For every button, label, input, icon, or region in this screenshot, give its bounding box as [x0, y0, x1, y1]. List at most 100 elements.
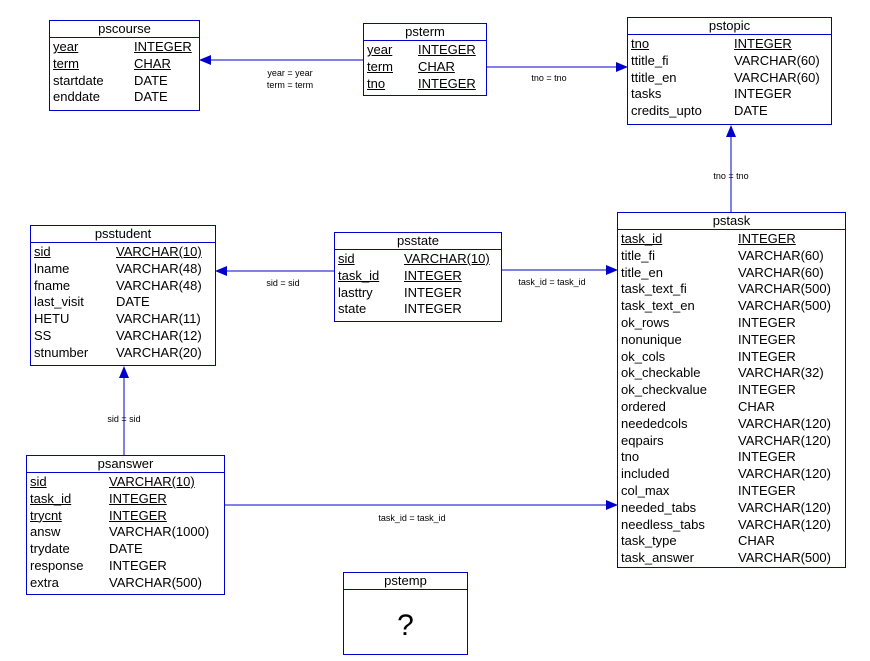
- column-type: VARCHAR(500): [738, 298, 831, 314]
- column-type: DATE: [134, 89, 168, 105]
- column-row: task_id INTEGER: [30, 491, 224, 508]
- column-name: task_text_en: [621, 298, 695, 314]
- entity-title: pstemp: [344, 573, 467, 590]
- relationship-psterm-pscourse[interactable]: year = year term = term: [199, 55, 363, 90]
- relationship-label: sid = sid: [266, 278, 299, 288]
- column-type: INTEGER: [404, 284, 462, 300]
- column-type: INTEGER: [109, 490, 167, 506]
- entity-pstemp[interactable]: pstemp?: [343, 572, 468, 655]
- column-type: INTEGER: [418, 42, 476, 57]
- column-type: VARCHAR(10): [404, 251, 490, 266]
- relationship-psstate-pstask[interactable]: task_id = task_id: [502, 265, 618, 287]
- column-type: VARCHAR(120): [738, 499, 831, 515]
- column-name: included: [621, 466, 670, 482]
- relationship-psanswer-pstask[interactable]: task_id = task_id: [225, 500, 618, 523]
- relationship-label: tno = tno: [713, 171, 748, 181]
- relationship-psstate-psstudent[interactable]: sid = sid: [215, 266, 334, 288]
- column-name: state: [338, 301, 367, 317]
- relationship-label: task_id = task_id: [378, 513, 445, 523]
- column-row: task_text_en VARCHAR(500): [621, 298, 845, 315]
- column-type: INTEGER: [738, 449, 796, 465]
- column-type: VARCHAR(10): [109, 474, 195, 489]
- primary-key-column-name: trycnt: [30, 507, 62, 523]
- primary-key-column-name: year: [367, 42, 393, 57]
- column-type: INTEGER: [738, 382, 796, 398]
- relationship-label: sid = sid: [107, 414, 140, 424]
- relationship-psterm-pstopic[interactable]: tno = tno: [487, 62, 628, 83]
- column-row: year INTEGER: [367, 42, 486, 59]
- column-name: task_type: [621, 533, 677, 549]
- column-name: ordered: [621, 398, 666, 414]
- column-type: VARCHAR(120): [738, 432, 831, 448]
- column-type: INTEGER: [109, 557, 167, 573]
- column-type: VARCHAR(500): [738, 281, 831, 297]
- primary-key-column-name: task_id: [30, 490, 72, 506]
- column-type: DATE: [109, 541, 143, 557]
- column-type: INTEGER: [738, 482, 796, 498]
- relationship-pstask-pstopic[interactable]: tno = tno: [713, 125, 749, 212]
- relationship-label: year = year: [267, 68, 312, 78]
- column-type: DATE: [134, 72, 168, 88]
- column-type: VARCHAR(48): [116, 260, 202, 276]
- column-type: VARCHAR(120): [738, 516, 831, 532]
- column-name: stnumber: [34, 344, 89, 360]
- column-type: INTEGER: [738, 314, 796, 330]
- column-name: needless_tabs: [621, 516, 705, 532]
- column-type: INTEGER: [134, 39, 192, 54]
- column-name: trydate: [30, 541, 70, 557]
- column-name: task_answer: [621, 550, 694, 566]
- column-type: VARCHAR(32): [738, 365, 824, 381]
- column-type: CHAR: [738, 398, 775, 414]
- column-type: INTEGER: [738, 348, 796, 364]
- column-row: task_text_fi VARCHAR(500): [621, 281, 845, 298]
- column-type: VARCHAR(120): [738, 415, 831, 431]
- column-name: ok_checkable: [621, 365, 701, 381]
- primary-key-column-name: tno: [631, 36, 650, 51]
- primary-key-column-name: term: [367, 58, 393, 74]
- column-type: VARCHAR(120): [738, 466, 831, 482]
- primary-key-column-name: sid: [30, 474, 47, 489]
- column-name: extra: [30, 574, 59, 590]
- column-row: trydate DATE: [30, 541, 224, 558]
- entity-title: pstask: [618, 213, 845, 230]
- primary-key-column-name: task_id: [338, 267, 380, 283]
- primary-key-column-name: year: [53, 39, 79, 54]
- column-type: VARCHAR(60): [734, 52, 820, 68]
- relationship-psanswer-psstudent[interactable]: sid = sid: [107, 366, 141, 455]
- column-name: task_text_fi: [621, 281, 687, 297]
- column-name: SS: [34, 327, 52, 343]
- column-type: VARCHAR(11): [116, 311, 201, 327]
- column-type: VARCHAR(60): [738, 264, 824, 280]
- column-name: fname: [34, 277, 71, 293]
